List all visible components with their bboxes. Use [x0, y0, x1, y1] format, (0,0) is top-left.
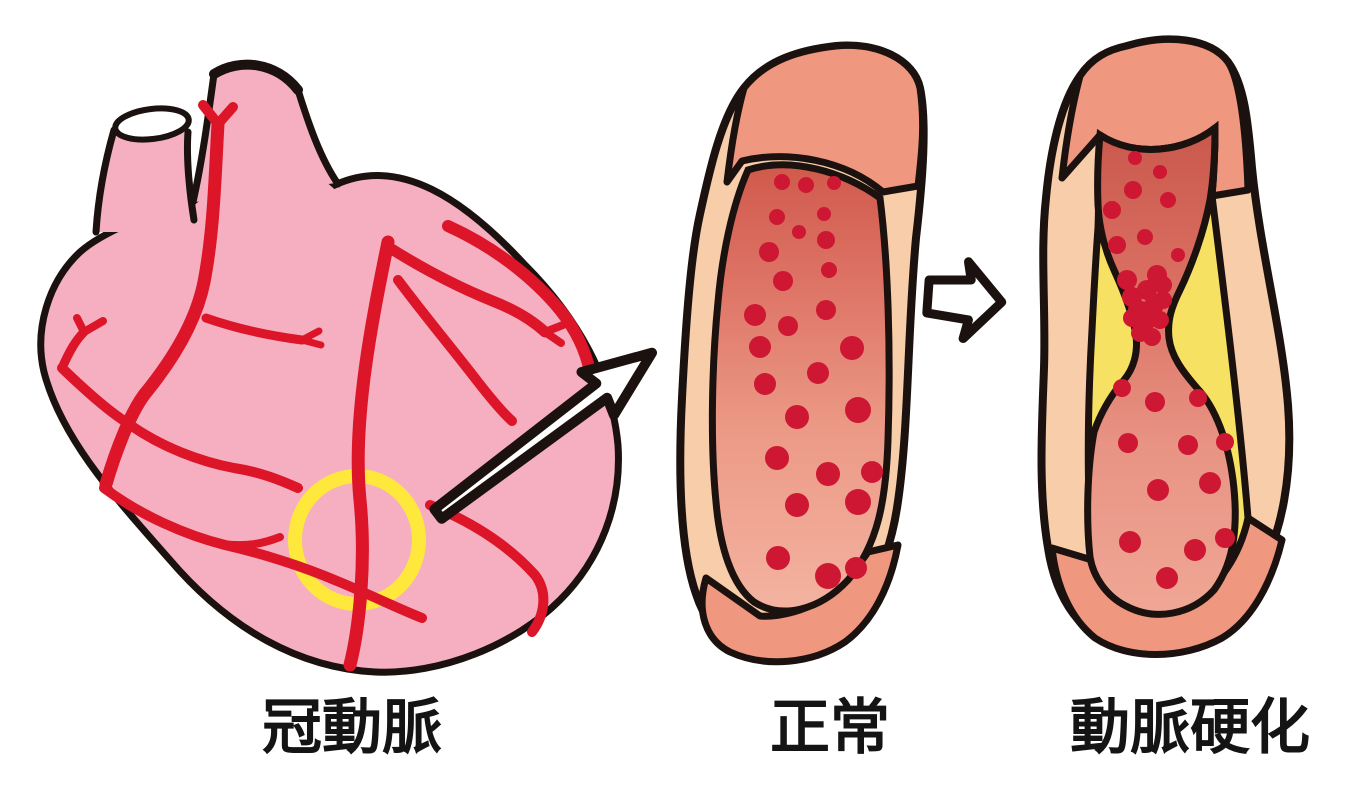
transition-arrow-icon	[922, 257, 1007, 344]
blood-cell-dot	[1215, 528, 1235, 548]
blood-cell-dot	[816, 300, 836, 320]
blood-cell-dot	[774, 174, 790, 190]
pulmonary-stub-right-edge	[294, 86, 342, 188]
blood-cell-dot	[778, 316, 798, 336]
blood-cell-dot	[1171, 248, 1185, 262]
blood-cell-dot	[1160, 192, 1176, 208]
blood-cell-dot	[1184, 539, 1206, 561]
blood-cell-dot	[1145, 392, 1165, 412]
coronary-artery-branch	[213, 102, 238, 129]
aorta-stub-left-edge	[92, 126, 118, 236]
blood-cell-dot	[1143, 328, 1161, 346]
blood-cell-dot	[792, 225, 806, 239]
blood-cell-dot	[1128, 151, 1142, 165]
pulmonary-stub-cut-edge	[209, 59, 303, 95]
coronary-artery-branch	[201, 313, 307, 345]
coronary-artery-circumflex	[57, 363, 303, 493]
blood-cell-dot	[1189, 389, 1207, 407]
magnify-arrow	[429, 347, 658, 524]
coronary-artery-right-fan-2	[393, 275, 517, 426]
normal-vessel-label: 正常	[770, 694, 890, 761]
blood-cell-dot	[798, 177, 814, 193]
blood-cell-dot	[1137, 229, 1153, 245]
blood-cell-dot	[1216, 433, 1234, 451]
pulmonary-stub-left-edge	[189, 70, 218, 206]
blood-cell-dot	[1117, 270, 1137, 290]
coronary-artery-branch	[218, 533, 284, 550]
blood-cell-dot	[1147, 479, 1169, 501]
blood-cell-dot	[845, 489, 871, 515]
blood-cell-dot	[1108, 236, 1126, 254]
blood-cell-dot	[827, 176, 841, 190]
coronary-artery-right-edge	[442, 220, 596, 378]
sclerotic-vessel-label: 動脈硬化	[1070, 694, 1310, 761]
blood-cell-dot	[759, 242, 779, 262]
blood-cell-dot	[749, 336, 771, 358]
normal-vessel-back-wall	[723, 41, 927, 196]
blood-cell-dot	[1153, 165, 1167, 179]
blood-cell-dot	[845, 397, 871, 423]
aorta-stub	[96, 130, 196, 232]
blood-cell-dot	[816, 462, 840, 486]
blood-cell-dot	[754, 373, 776, 395]
blood-cell-dot	[1103, 201, 1121, 219]
blood-cell-dot	[1151, 311, 1169, 329]
sclerotic-vessel-panel	[1037, 35, 1294, 658]
blood-cell-dot	[845, 557, 867, 579]
blood-cell-dot	[807, 362, 829, 384]
sclerotic-vessel-blood-cells-lower	[1113, 379, 1235, 589]
normal-vessel-blood-cells	[744, 174, 883, 589]
blood-cell-dot	[1118, 433, 1138, 453]
coronary-artery-branch	[541, 328, 565, 347]
sclerotic-vessel-blood-cells-cluster	[1117, 265, 1172, 346]
blood-cell-dot	[765, 446, 789, 470]
blood-cell-dot	[1124, 181, 1142, 199]
blood-cell-dot	[773, 271, 793, 291]
blood-cell-dot	[744, 304, 766, 326]
blood-cell-dot	[815, 563, 841, 589]
coronary-artery-main	[343, 235, 395, 672]
blood-cell-dot	[1113, 379, 1131, 397]
normal-vessel-panel	[676, 41, 928, 666]
heart-label: 冠動脈	[262, 694, 442, 761]
coronary-artery-lower-right	[425, 500, 549, 637]
blood-cell-dot	[840, 336, 864, 360]
blood-cell-dot	[766, 546, 790, 570]
coronary-artery-right-fan-1	[384, 242, 551, 338]
coronary-arteries	[57, 100, 596, 672]
sclerotic-vessel-blood-cells-upper	[1103, 151, 1185, 262]
blood-cell-dot	[785, 405, 809, 429]
coronary-artery-bottom	[99, 483, 427, 623]
blood-cell-dot	[817, 207, 831, 221]
blood-cell-dot	[821, 262, 837, 278]
blood-cell-dot	[861, 461, 883, 483]
blood-cell-dot	[817, 231, 835, 249]
blood-cell-dot	[1137, 280, 1157, 300]
blood-cell-dot	[1119, 531, 1141, 553]
heart-panel	[37, 59, 622, 676]
aorta-opening	[112, 105, 192, 143]
blood-cell-dot	[1178, 435, 1198, 455]
blood-cell-dot	[785, 493, 809, 517]
aorta-stub-right-edge	[183, 128, 198, 224]
coronary-artery-branch	[80, 317, 107, 336]
blood-cell-dot	[1199, 472, 1221, 494]
blood-cell-dot	[1156, 567, 1178, 589]
blood-cell-dot	[1154, 291, 1172, 309]
normal-vessel-lumen	[708, 161, 893, 615]
coronary-artery-branch	[298, 336, 325, 349]
blood-cell-dot	[1154, 276, 1172, 294]
blood-cell-dot	[769, 209, 785, 225]
